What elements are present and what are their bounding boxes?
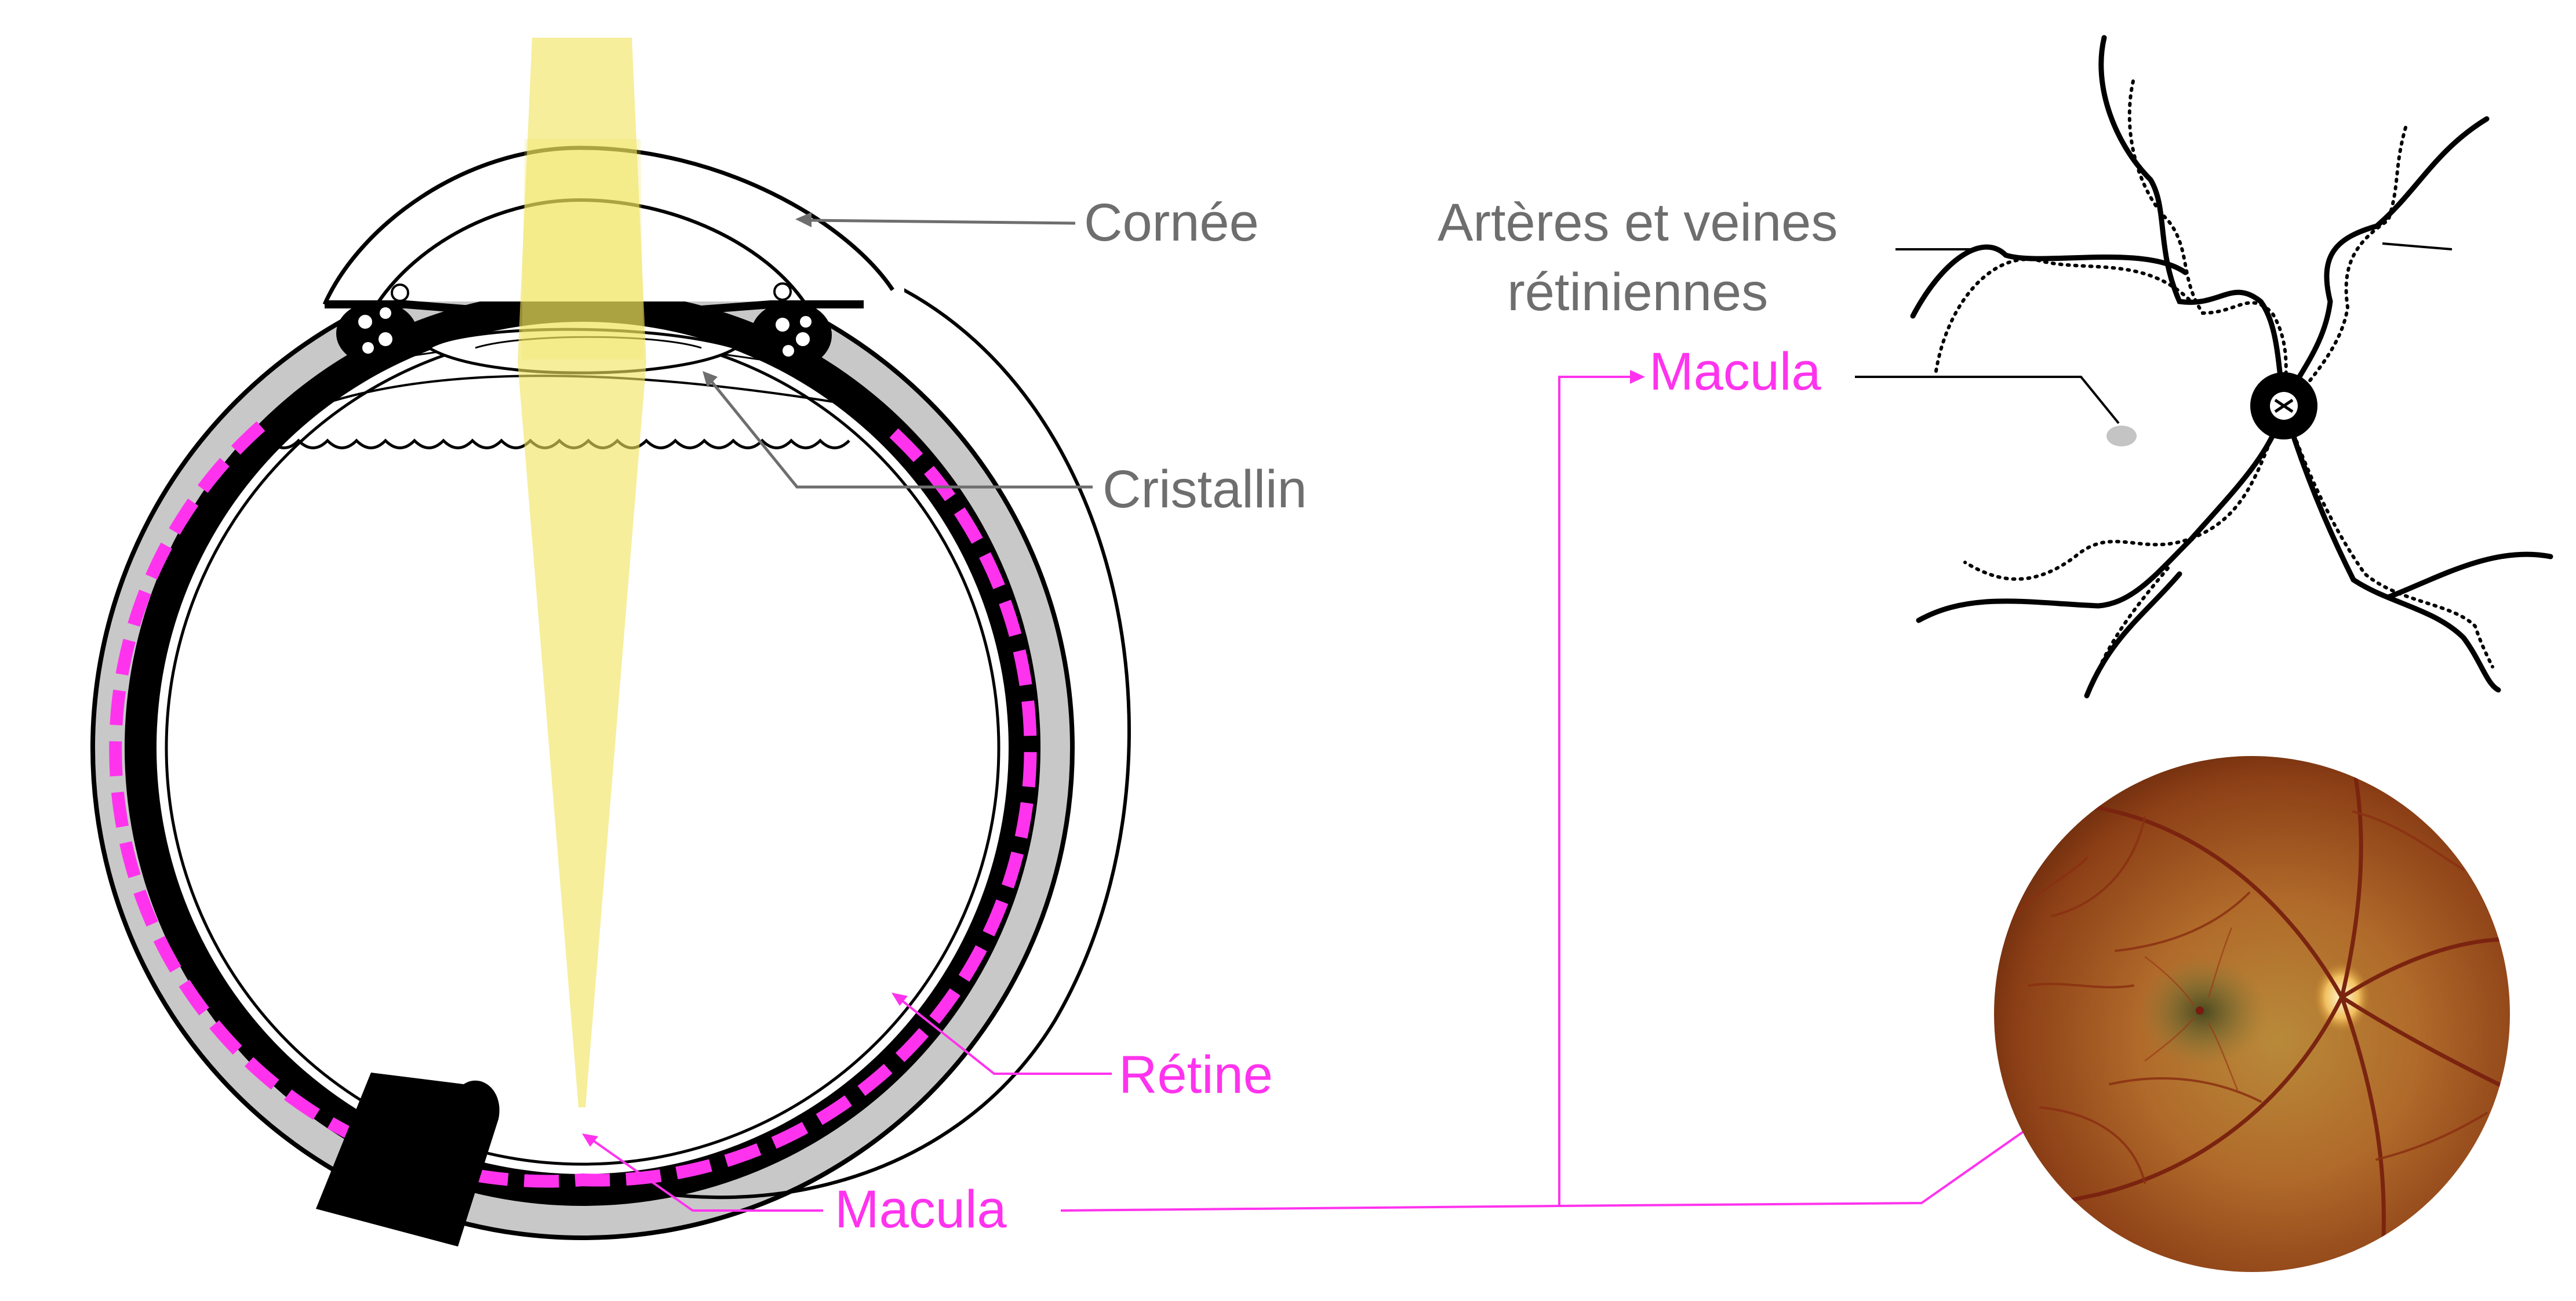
ciliary-body-left	[336, 301, 417, 365]
cornea-pointer	[808, 219, 1076, 225]
retina-pointer	[900, 999, 1112, 1075]
macula-connector	[1060, 1205, 1560, 1212]
retinal-vessels-label-line1: Artères et veines	[1438, 193, 1838, 252]
light-beam	[518, 38, 646, 1107]
macula-label-bottom: Macula	[835, 1180, 1007, 1239]
macula-label-top: Macula	[1649, 342, 1821, 401]
macula-spot	[2106, 426, 2137, 446]
ciliary-body-right	[751, 301, 832, 369]
optic-nerve	[316, 1073, 500, 1247]
macula-connector-up	[1558, 376, 1638, 1206]
macula-pointer-eye	[590, 1138, 823, 1212]
gray-pointer-lines	[703, 212, 1093, 489]
lens-label: Cristallin	[1103, 460, 1307, 519]
fundus-photograph	[1994, 756, 2510, 1272]
eye-cross-section	[90, 38, 1131, 1247]
retinal-vessels-label: Artères et veines rétiniennes	[1438, 188, 1838, 327]
retinal-vessels-label-line2: rétiniennes	[1507, 262, 1769, 322]
outer-contour	[585, 282, 1131, 1200]
lens-pointer	[709, 379, 1093, 489]
retinal-vessels-schematic	[1855, 35, 2553, 699]
retina-label: Rétine	[1119, 1045, 1273, 1104]
cornea-label: Cornée	[1084, 193, 1259, 252]
retina-dashed-line	[109, 421, 1037, 1188]
